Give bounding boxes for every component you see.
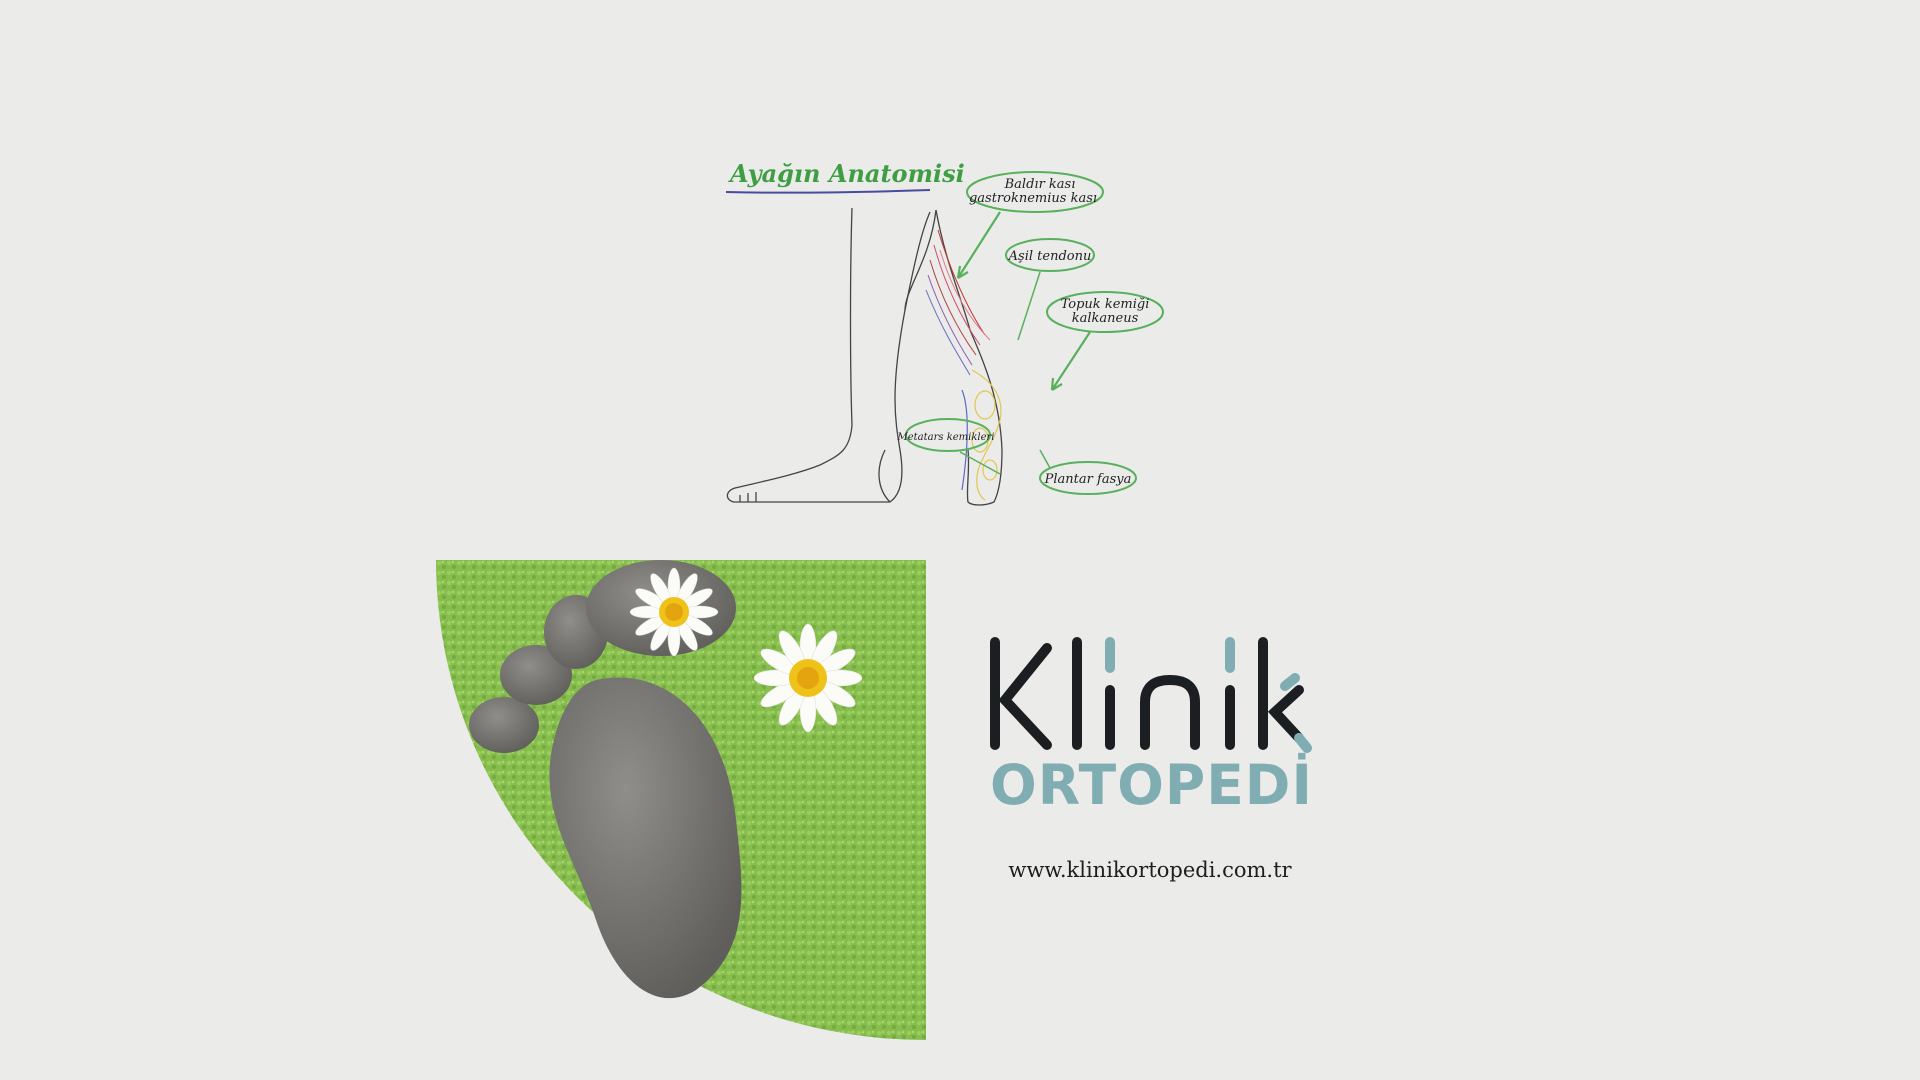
logo-subtitle-ortopedi: ORTOPEDİ [990, 753, 1313, 817]
website-link[interactable]: www.klinikortopedi.com.tr [1008, 858, 1292, 882]
svg-text:gastroknemius kası: gastroknemius kası [969, 191, 1097, 206]
klinik-ortopedi-logo: ORTOPEDİ [985, 630, 1315, 830]
svg-text:Plantar fasya: Plantar fasya [1044, 472, 1132, 487]
daisy-1 [629, 567, 719, 657]
callout-achilles: Aşil tendonu [1005, 238, 1095, 341]
svg-text:Topuk kemiği: Topuk kemiği [1061, 297, 1150, 312]
svg-text:kalkaneus: kalkaneus [1072, 311, 1139, 326]
callout-plantar: Plantar fasya [1039, 449, 1137, 495]
foot-side-outline [726, 207, 931, 503]
logo-wordmark-klinik [990, 637, 1312, 753]
heel-bones [961, 369, 1002, 501]
stone-sole [549, 677, 742, 999]
svg-text:Aşil tendonu: Aşil tendonu [1008, 249, 1092, 264]
diagram-title: Ayağın Anatomisi [728, 159, 965, 188]
callout-calf: Baldır kası gastroknemius kası [956, 171, 1104, 279]
title-underline [725, 189, 931, 194]
svg-text:Baldır kası: Baldır kası [1004, 177, 1076, 192]
stone-footprint-photo [436, 560, 926, 1040]
svg-text:Metatars kemikleri: Metatars kemikleri [896, 432, 994, 443]
callout-metatarsal: Metatars kemikleri [896, 418, 1001, 475]
callout-heel: Topuk kemiği kalkaneus [1046, 291, 1164, 391]
daisy-2 [753, 623, 863, 733]
calf-muscle-fibers [925, 229, 991, 376]
foot-anatomy-diagram: Ayağın Anatomisi Baldır kası gastroknemi… [725, 159, 1164, 506]
